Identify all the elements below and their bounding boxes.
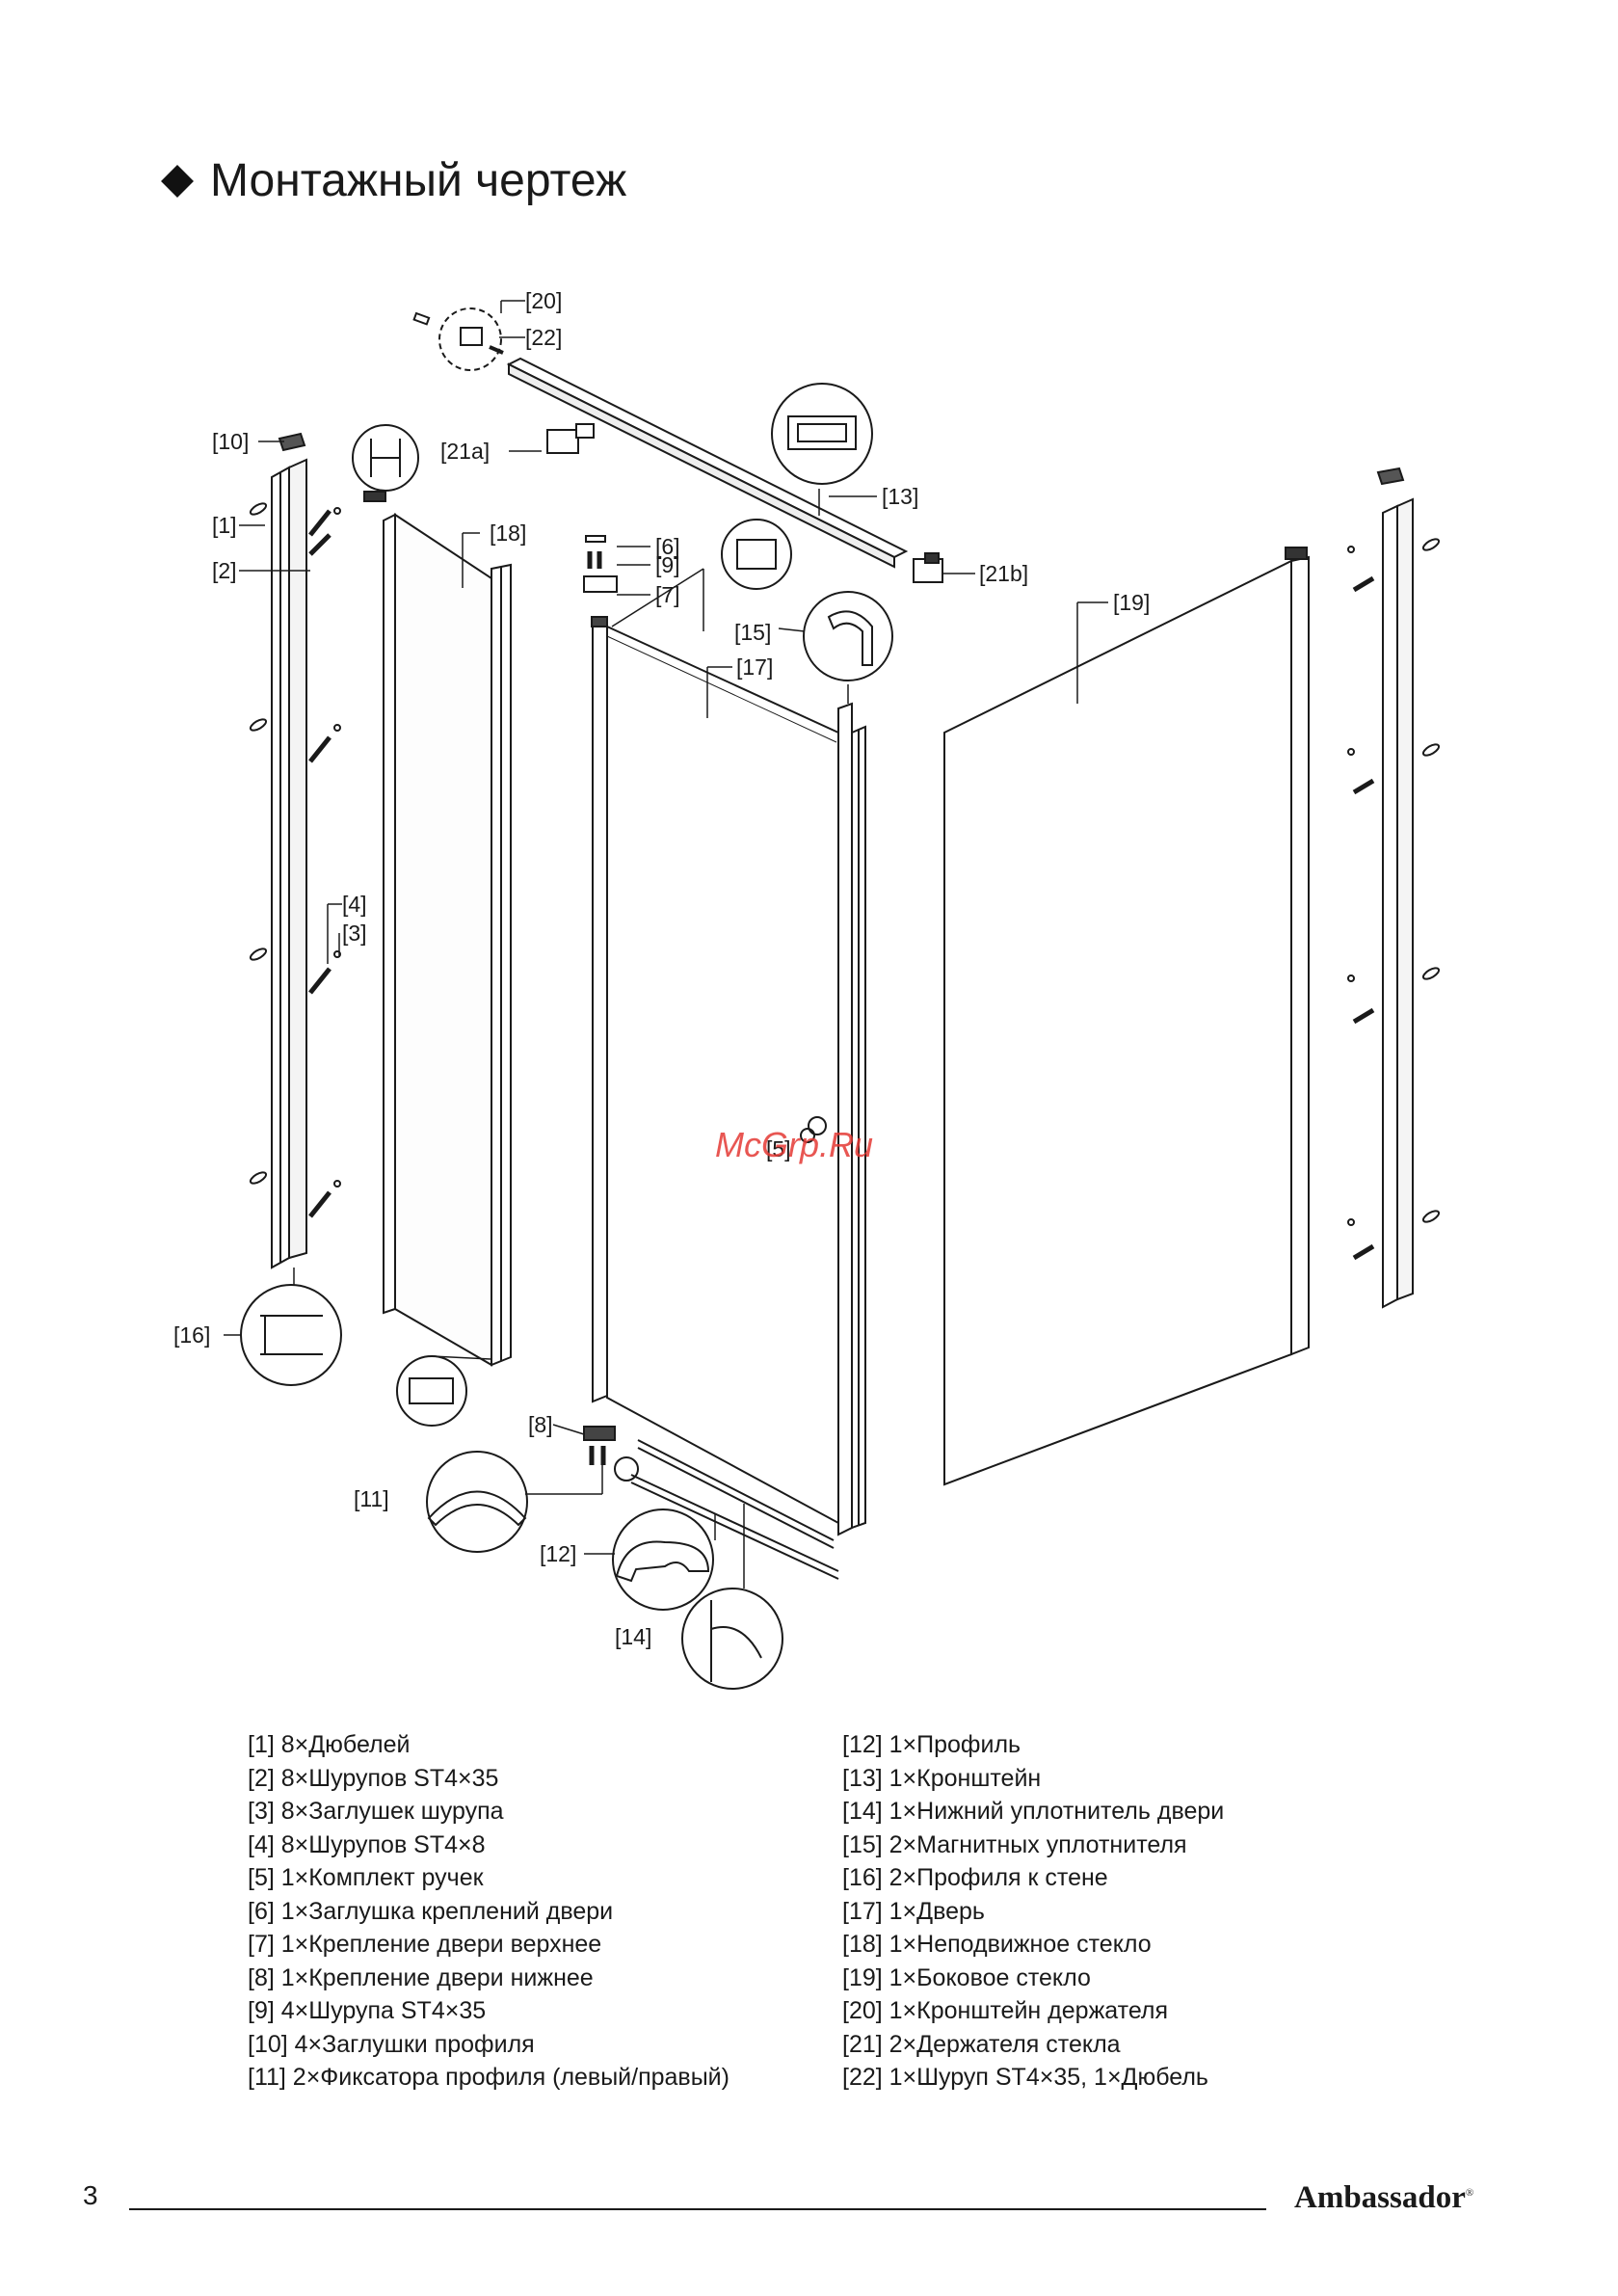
callout-4: [4] [342,892,367,917]
door-handle [800,1116,827,1143]
part-item: [18] 1×Неподвижное стекло [842,1931,1152,1958]
part-item: [1] 8×Дюбелей [248,1731,411,1758]
page-number: 3 [83,2180,98,2210]
part-item: [10] 4×Заглушки профиля [248,2030,535,2058]
watermark: McGrp.Ru [715,1125,873,1164]
part-item: [20] 1×Кронштейн держателя [842,1997,1169,2024]
glass-holder-small [363,491,386,502]
callout-12: [12] [540,1541,576,1566]
callout-16: [16] [173,1322,210,1348]
callout-7: [7] [655,582,680,607]
callout-14: [14] [615,1624,651,1649]
left-dowels-screws [249,502,341,1218]
right-dowels-screws [1347,538,1441,1261]
profile-cap [278,432,306,452]
brand-name: Ambassador [1294,2180,1466,2215]
part-item: [16] 2×Профиля к стене [842,1864,1108,1891]
magnetic-seals [837,702,866,1536]
part-item: [19] 1×Боковое стекло [842,1963,1091,1991]
detail-circles [240,383,893,1690]
parts-list-left: [1] 8×Дюбелей [2] 8×Шурупов ST4×35 [3] 8… [248,1728,729,2095]
bottom-profile-seal [630,1439,839,1580]
door-panel [591,616,839,1525]
registered-mark: ® [1465,2187,1474,2199]
callout-8: [8] [528,1412,553,1437]
part-item: [17] 1×Дверь [842,1897,985,1925]
door-bottom-fixing [583,1426,639,1482]
part-item: [12] 1×Профиль [842,1731,1021,1758]
part-item: [14] 1×Нижний уплотнитель двери [842,1798,1225,1825]
part-item: [5] 1×Комплект ручек [248,1864,484,1891]
page-title-text: Монтажный чертеж [210,155,627,206]
assembly-drawing: [20] [22] [10] [21a] [1] [2] [18] [6] [9… [173,288,1441,1690]
leader-lines [224,300,1108,1589]
callout-6: [6] [655,534,680,559]
door-top-fixing [583,535,618,593]
part-item: [7] 1×Крепление двери верхнее [248,1931,602,1958]
top-bracket-bar [506,357,909,569]
part-item: [21] 2×Держателя стекла [842,2030,1121,2058]
side-glass [943,547,1310,1486]
parts-list-right: [12] 1×Профиль [13] 1×Кронштейн [14] 1×Н… [842,1728,1224,2095]
part-item: [15] 2×Магнитных уплотнителя [842,1830,1187,1858]
page-title: Монтажный чертеж [161,154,627,207]
callout-10: [10] [212,429,249,454]
callout-15: [15] [734,620,771,645]
callout-9: [9] [655,552,680,577]
left-wall-profile [271,458,307,1269]
callout-1: [1] [212,513,237,538]
glass-holder-21a [546,423,595,454]
part-item: [2] 8×Шурупов ST4×35 [248,1764,499,1792]
callout-21b: [21b] [979,561,1028,586]
callout-2: [2] [212,558,237,583]
part-item: [9] 4×Шурупа ST4×35 [248,1997,487,2024]
part-item: [8] 1×Крепление двери нижнее [248,1963,594,1991]
glass-holder-21b [913,552,943,583]
part-item: [6] 1×Заглушка креплений двери [248,1897,614,1925]
callout-labels: [20] [22] [10] [21a] [1] [2] [18] [6] [9… [173,288,1150,1649]
callout-17: [17] [736,654,773,680]
part-item: [4] 8×Шурупов ST4×8 [248,1830,486,1858]
callout-5: [5] [766,1136,791,1161]
callout-18: [18] [490,521,526,546]
detail-contents [260,415,873,1682]
footer-rule [129,2208,1266,2210]
fixed-glass [383,513,512,1367]
callout-22: [22] [525,325,562,350]
brand-logo: Ambassador® [1294,2180,1473,2216]
part-item: [11] 2×Фиксатора профиля (левый/правый) [248,2064,729,2091]
right-wall-profile [1376,467,1414,1309]
callout-3: [3] [342,921,367,946]
part-item: [3] 8×Заглушек шурупа [248,1798,504,1825]
bracket-holder [412,307,504,371]
part-item: [13] 1×Кронштейн [842,1764,1042,1792]
callout-11: [11] [354,1486,389,1511]
callout-19: [19] [1113,590,1150,615]
callout-21a: [21a] [440,439,490,464]
part-item: [22] 1×Шуруп ST4×35, 1×Дюбель [842,2064,1208,2091]
callout-13: [13] [882,484,918,509]
callout-20: [20] [525,288,562,313]
